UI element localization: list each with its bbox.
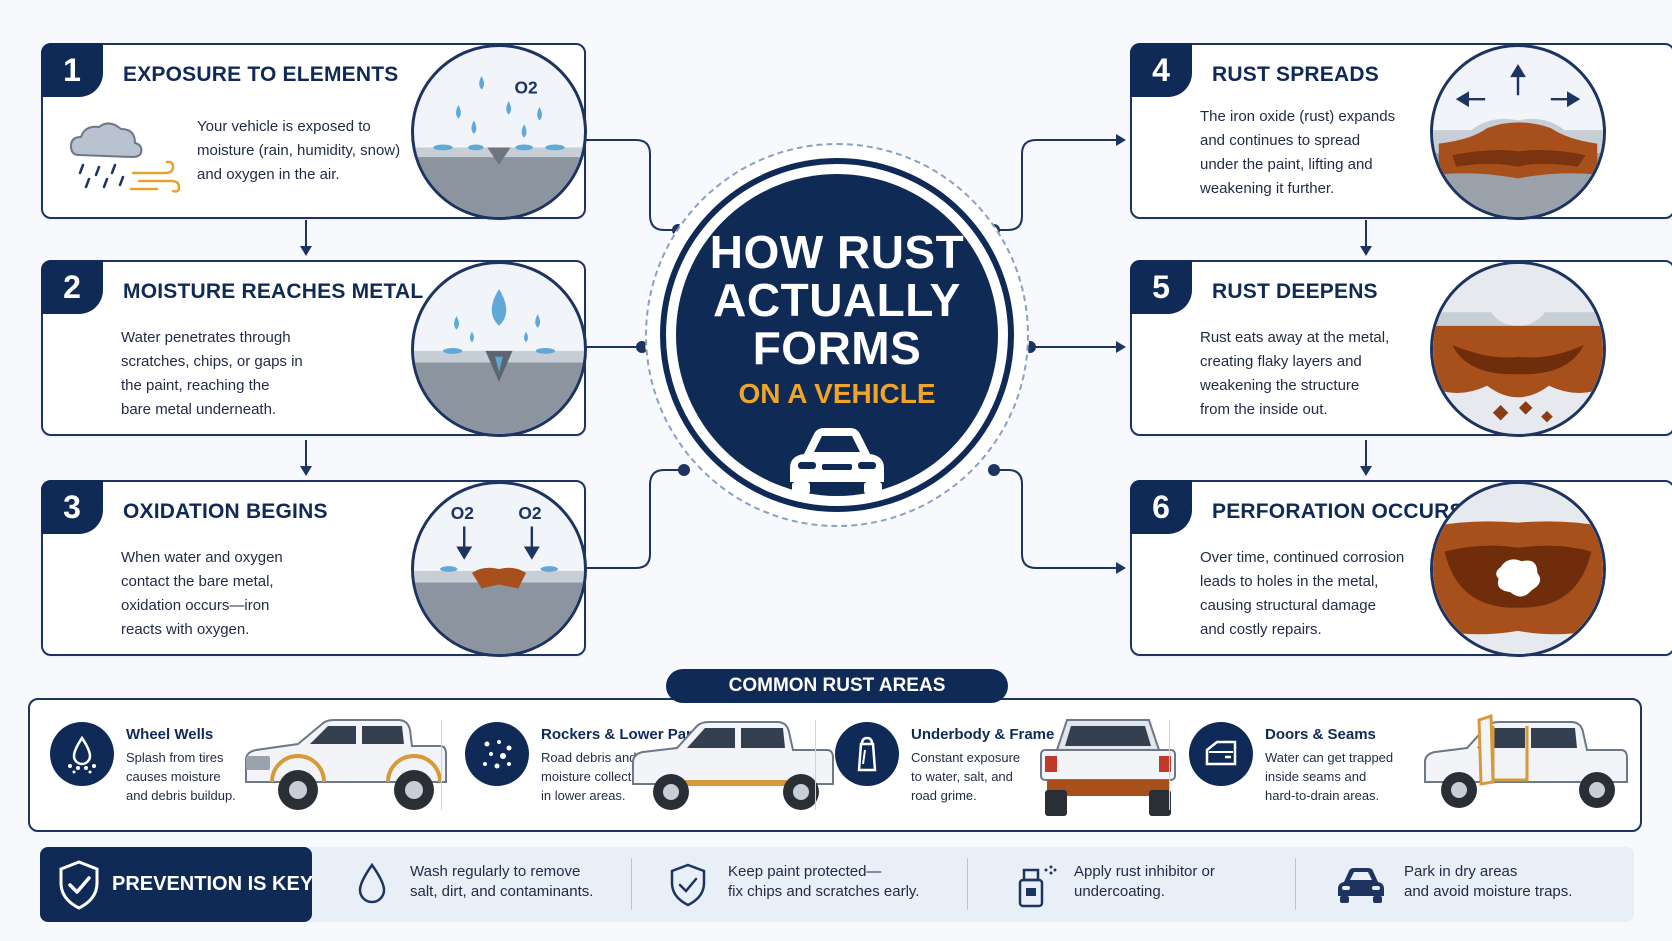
rain-cloud-wind-icon <box>69 122 181 193</box>
step-title: EXPOSURE TO ELEMENTS <box>123 63 399 86</box>
infographic-subtitle: ON A VEHICLE <box>738 378 936 409</box>
area-divider <box>815 720 816 810</box>
step-number: 5 <box>1130 260 1192 314</box>
debris-dots-icon <box>465 722 529 786</box>
salt-shaker-icon <box>835 722 899 786</box>
step-card-1: 1 EXPOSURE TO ELEMENTS Your vehicle is e… <box>41 43 587 220</box>
tip-divider <box>631 858 632 910</box>
area-title: Wheel Wells <box>126 726 214 743</box>
area-title: Underbody & Frame <box>911 726 1055 743</box>
step-illustration-6 <box>1430 481 1606 657</box>
infographic-title: HOW RUST ACTUALLY FORMS <box>709 226 965 374</box>
area-rockers: Rockers & Lower Panels Road debris and m… <box>445 700 845 830</box>
prevention-title: PREVENTION IS KEY <box>112 873 314 895</box>
truck-underbody-illustration <box>1040 719 1176 816</box>
area-divider <box>1169 720 1170 810</box>
step-number: 4 <box>1130 43 1192 97</box>
car-front-icon <box>1338 868 1384 903</box>
step-card-6: 6 PERFORATION OCCURS Over time, continue… <box>1130 480 1672 657</box>
svg-text:O2: O2 <box>451 503 474 523</box>
step-illustration-2 <box>411 261 587 437</box>
tip-divider <box>967 858 968 910</box>
step-card-3: 3 OXIDATION BEGINS When water and oxygen… <box>41 480 587 657</box>
step-title: MOISTURE REACHES METAL <box>123 280 424 303</box>
tip-divider <box>1295 858 1296 910</box>
tip-park: Park in dry areas and avoid moisture tra… <box>1336 862 1626 908</box>
truck-door-seam-illustration <box>1424 713 1628 808</box>
step-title: RUST DEEPENS <box>1212 280 1378 303</box>
area-doors-seams: Doors & Seams Water can get trapped insi… <box>1169 700 1628 830</box>
step-card-4: 4 RUST SPREADS The iron oxide (rust) exp… <box>1130 43 1672 220</box>
truck-wheel-well-illustration <box>245 719 447 810</box>
area-underbody: Underbody & Frame Constant exposure to w… <box>815 700 1215 830</box>
shield-check-icon <box>670 863 706 907</box>
step-illustration-1: O2 <box>411 44 587 220</box>
water-drop-icon <box>358 862 386 904</box>
step-title: RUST SPREADS <box>1212 63 1379 86</box>
svg-text:O2: O2 <box>518 503 541 523</box>
spray-bottle-icon <box>1018 865 1057 908</box>
common-rust-areas-title: COMMON RUST AREAS <box>666 669 1008 703</box>
tip-inhibitor: Apply rust inhibitor or undercoating. <box>1014 862 1294 908</box>
car-door-icon <box>1189 722 1253 786</box>
step-number: 3 <box>41 480 103 534</box>
step-illustration-5 <box>1430 261 1606 437</box>
step-card-2: 2 MOISTURE REACHES METAL Water penetrate… <box>41 260 587 437</box>
step-number: 1 <box>41 43 103 97</box>
step-title: OXIDATION BEGINS <box>123 500 328 523</box>
shield-check-icon <box>59 860 99 910</box>
splash-drop-icon <box>50 722 114 786</box>
step-number: 2 <box>41 260 103 314</box>
step-illustration-3: O2 O2 <box>411 481 587 657</box>
step-title: PERFORATION OCCURS <box>1212 500 1464 523</box>
common-rust-areas-panel: Wheel Wells Splash from tires causes moi… <box>28 698 1642 832</box>
area-title: Doors & Seams <box>1265 726 1376 743</box>
area-title: Rockers & Lower Panels <box>541 726 717 743</box>
step-number: 6 <box>1130 480 1192 534</box>
truck-rocker-illustration <box>632 721 834 810</box>
area-wheel-wells: Wheel Wells Splash from tires causes moi… <box>30 700 447 830</box>
step-illustration-4 <box>1430 44 1606 220</box>
area-divider <box>441 720 442 810</box>
tip-wash: Wash regularly to remove salt, dirt, and… <box>356 862 636 908</box>
tip-paint: Keep paint protected— fix chips and scra… <box>668 862 968 908</box>
car-front-icon <box>790 428 884 494</box>
step-card-5: 5 RUST DEEPENS Rust eats away at the met… <box>1130 260 1672 437</box>
svg-text:O2: O2 <box>514 77 537 97</box>
